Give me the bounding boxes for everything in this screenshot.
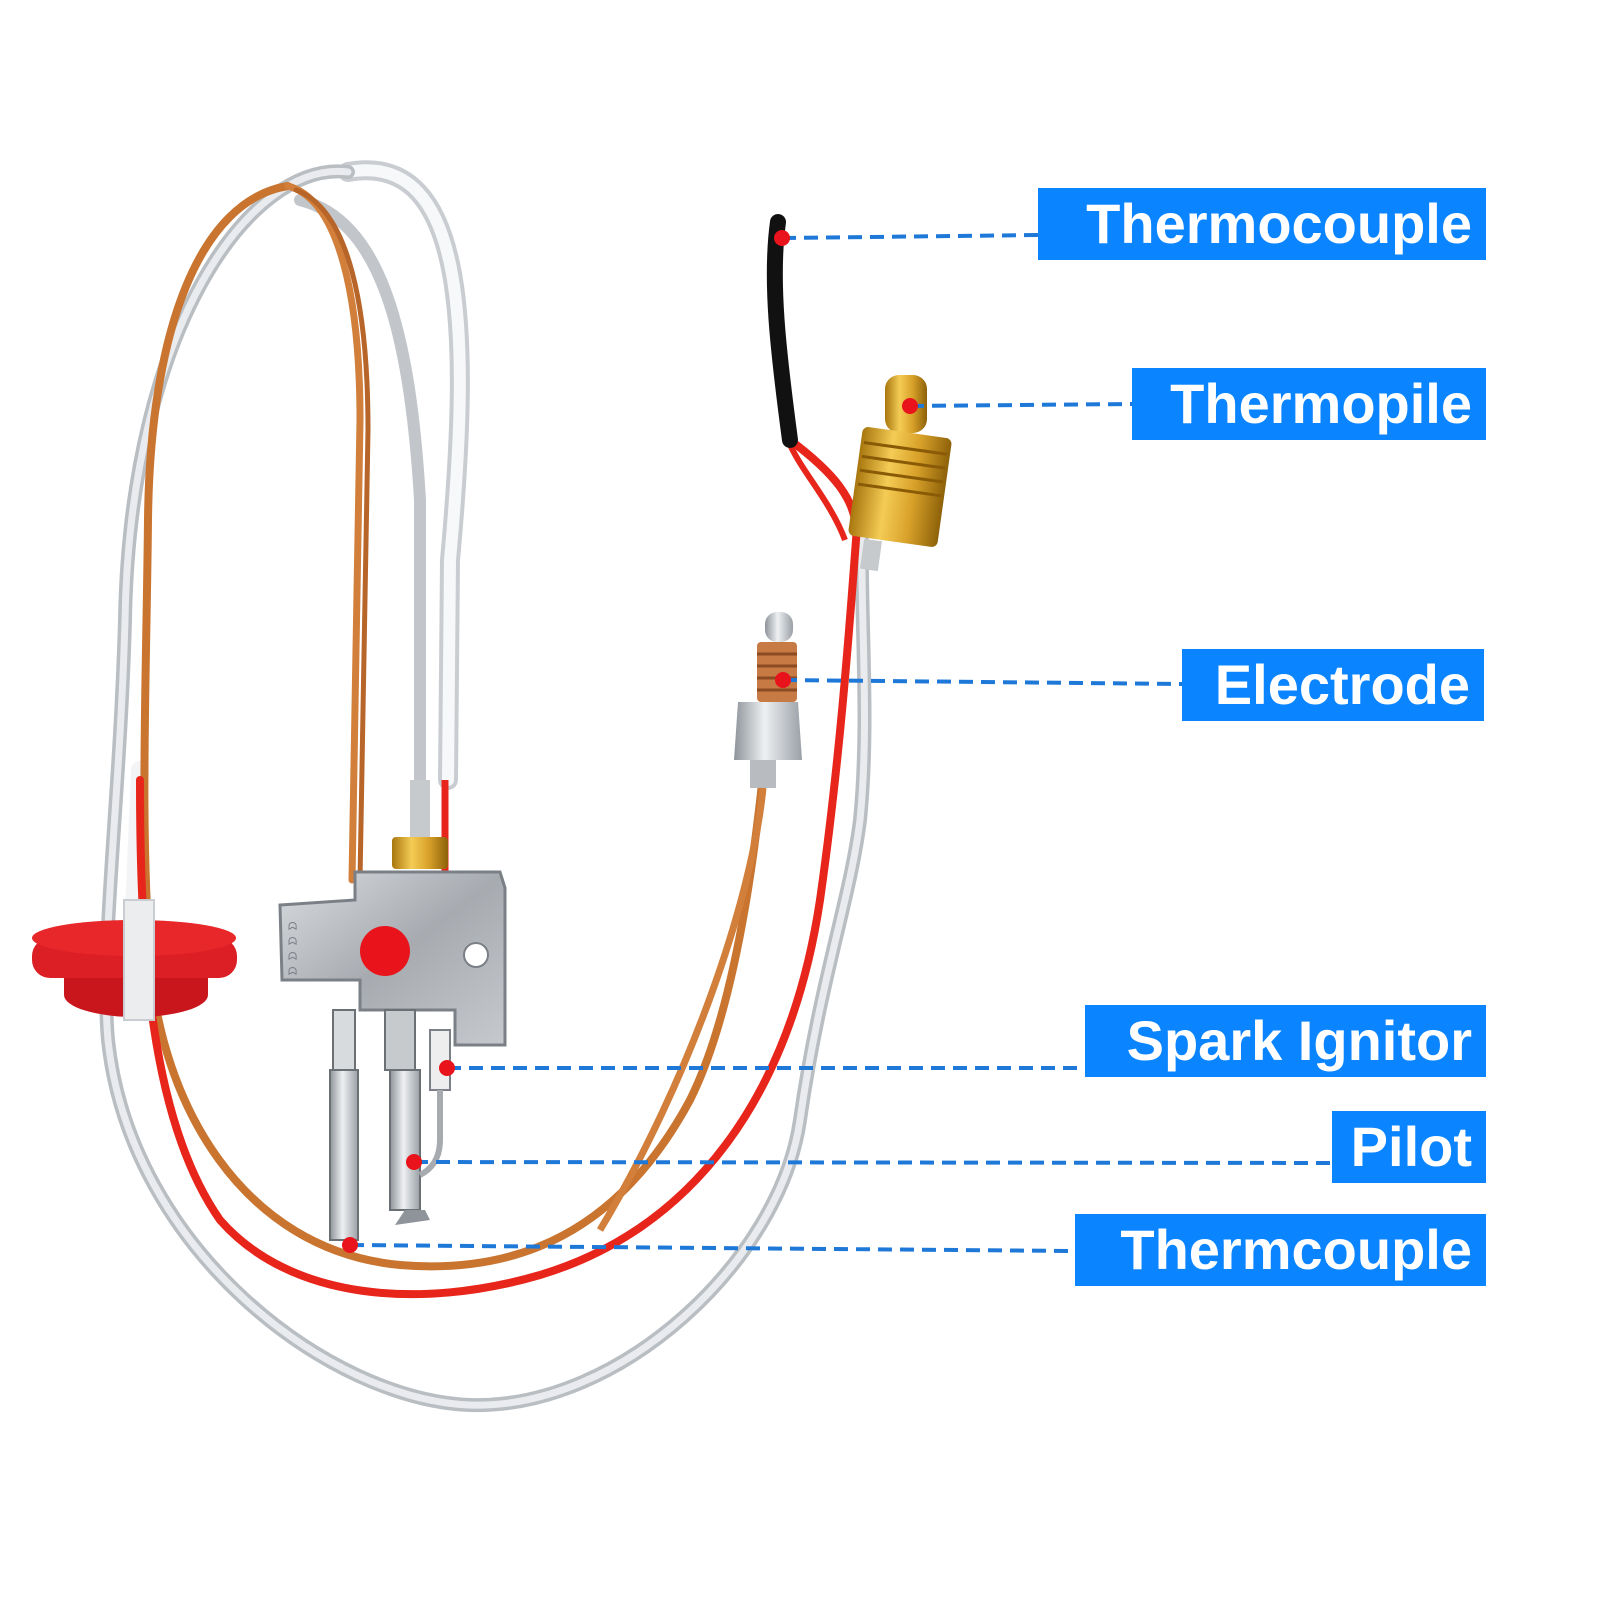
- stamped-marking: ᗣ: [288, 965, 297, 978]
- marker-dots: [342, 230, 918, 1253]
- stamped-marking: ᗣ: [288, 950, 297, 963]
- bracket-nut: [392, 780, 448, 869]
- marker-thermocouple-bottom: [342, 1237, 358, 1253]
- leader-line-thermocouple-top: [781, 233, 1041, 240]
- leader-lines: [349, 233, 1333, 1253]
- label-thermocouple-bottom: Thermcouple: [1075, 1214, 1486, 1286]
- leader-line-thermocouple-bottom: [349, 1243, 1076, 1253]
- pilot-probes: [329, 1009, 451, 1241]
- stamped-marking: ᗣ: [288, 935, 297, 948]
- marker-pilot: [406, 1154, 422, 1170]
- rubber-grommet: [32, 899, 237, 1021]
- label-electrode: Electrode: [1182, 649, 1484, 721]
- leader-line-electrode: [782, 678, 1183, 686]
- label-thermocouple-top: Thermocouple: [1038, 188, 1486, 260]
- marker-electrode: [775, 672, 791, 688]
- marker-thermocouple-top: [774, 230, 790, 246]
- label-thermopile: Thermopile: [1132, 368, 1486, 440]
- stamped-marking: ᗣ: [288, 920, 297, 933]
- electrode-fitting: [596, 612, 802, 1232]
- thermocouple-tip: [766, 214, 798, 448]
- leader-line-thermopile: [909, 402, 1133, 408]
- silver-lead-wire: [99, 160, 872, 1413]
- label-spark-ignitor: Spark Ignitor: [1085, 1005, 1486, 1077]
- leader-line-pilot: [413, 1160, 1333, 1165]
- copper-tube: [140, 182, 774, 1271]
- label-pilot: Pilot: [1332, 1111, 1486, 1183]
- marker-spark-ignitor: [439, 1060, 455, 1076]
- inner-silver-wire: [294, 194, 426, 826]
- marker-thermopile: [902, 398, 918, 414]
